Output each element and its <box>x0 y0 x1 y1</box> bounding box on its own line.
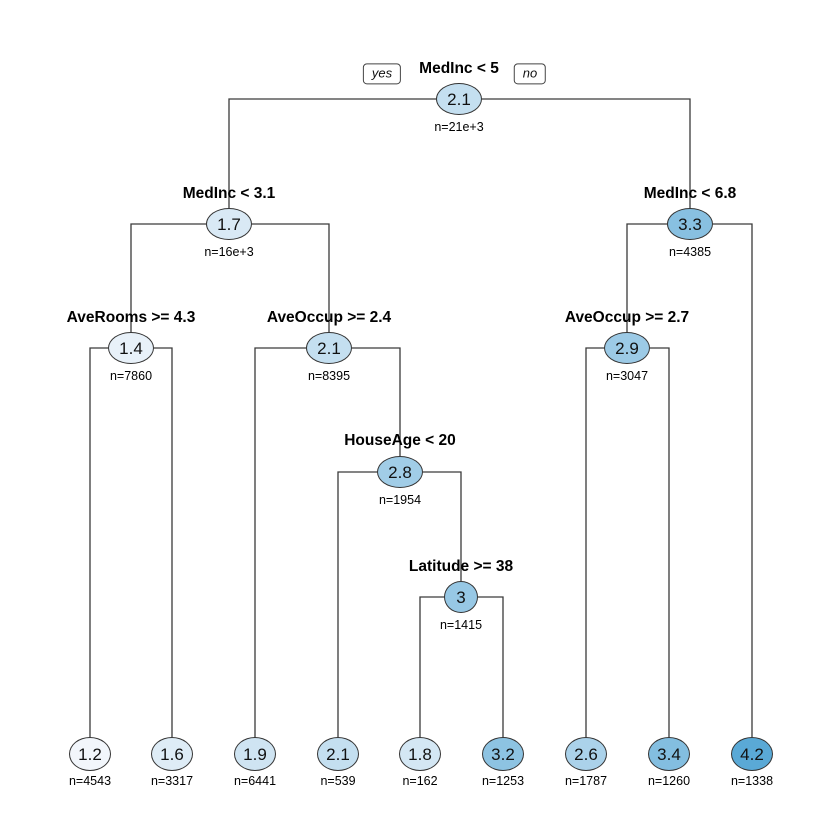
tree-edge-n4-n6 <box>352 347 401 456</box>
node-count-n2: n=4385 <box>668 245 712 259</box>
split-label-n0: MedInc < 5 <box>419 60 499 77</box>
tree-edge-n6-l4 <box>337 471 377 737</box>
leaf-node-l1[interactable]: 1.2 <box>69 737 111 771</box>
split-label-n4: AveOccup >= 2.4 <box>266 309 392 326</box>
split-label-n5: AveOccup >= 2.7 <box>564 309 690 326</box>
node-count-n7: n=1415 <box>439 618 483 632</box>
leaf-node-l9[interactable]: 4.2 <box>731 737 773 771</box>
node-count-l7: n=1787 <box>564 774 608 788</box>
node-count-n3: n=7860 <box>109 369 153 383</box>
tree-edge-n0-n2 <box>482 98 691 208</box>
decision-node-n2[interactable]: 3.3 <box>667 208 713 240</box>
decision-node-n4[interactable]: 2.1 <box>306 332 352 364</box>
node-count-l1: n=4543 <box>68 774 112 788</box>
no-branch-badge: no <box>513 63 547 85</box>
node-value-l8: 3.4 <box>657 744 681 764</box>
node-value-l4: 2.1 <box>326 744 350 764</box>
node-value-l6: 3.2 <box>491 744 515 764</box>
tree-edge-n3-l1 <box>89 347 108 737</box>
node-value-l2: 1.6 <box>160 744 184 764</box>
leaf-node-l8[interactable]: 3.4 <box>648 737 690 771</box>
split-label-n3: AveRooms >= 4.3 <box>66 309 196 326</box>
tree-edge-n3-l2 <box>154 347 173 737</box>
node-value-l7: 2.6 <box>574 744 598 764</box>
node-value-l9: 4.2 <box>740 744 764 764</box>
node-count-l3: n=6441 <box>233 774 277 788</box>
tree-edge-n2-l9 <box>713 223 753 737</box>
node-value-l3: 1.9 <box>243 744 267 764</box>
leaf-node-l2[interactable]: 1.6 <box>151 737 193 771</box>
node-value-n1: 1.7 <box>217 214 241 234</box>
node-count-l8: n=1260 <box>647 774 691 788</box>
leaf-node-l7[interactable]: 2.6 <box>565 737 607 771</box>
decision-node-n5[interactable]: 2.9 <box>604 332 650 364</box>
node-value-n3: 1.4 <box>119 338 143 358</box>
decision-node-n6[interactable]: 2.8 <box>377 456 423 488</box>
node-value-n4: 2.1 <box>317 338 341 358</box>
tree-edge-n5-l8 <box>650 347 670 737</box>
node-count-l6: n=1253 <box>481 774 525 788</box>
node-value-n2: 3.3 <box>678 214 702 234</box>
decision-node-n7[interactable]: 3 <box>444 581 478 613</box>
tree-edge-n4-l3 <box>254 347 306 737</box>
leaf-node-l5[interactable]: 1.8 <box>399 737 441 771</box>
node-count-n4: n=8395 <box>307 369 351 383</box>
decision-node-n3[interactable]: 1.4 <box>108 332 154 364</box>
node-count-n5: n=3047 <box>605 369 649 383</box>
leaf-node-l3[interactable]: 1.9 <box>234 737 276 771</box>
tree-edge-n1-n3 <box>130 223 206 332</box>
tree-edge-n5-l7 <box>585 347 604 737</box>
node-value-l5: 1.8 <box>408 744 432 764</box>
leaf-node-l6[interactable]: 3.2 <box>482 737 524 771</box>
tree-edge-n7-l6 <box>478 596 504 737</box>
node-count-l2: n=3317 <box>150 774 194 788</box>
tree-edge-n6-n7 <box>423 471 462 581</box>
node-count-n6: n=1954 <box>378 493 422 507</box>
split-label-n1: MedInc < 3.1 <box>182 185 276 202</box>
leaf-node-l4[interactable]: 2.1 <box>317 737 359 771</box>
node-value-n7: 3 <box>456 587 466 607</box>
decision-node-n1[interactable]: 1.7 <box>206 208 252 240</box>
tree-edge-n0-n1 <box>228 98 436 208</box>
split-label-n2: MedInc < 6.8 <box>643 185 737 202</box>
node-value-l1: 1.2 <box>78 744 102 764</box>
decision-node-n0[interactable]: 2.1 <box>436 83 482 115</box>
tree-edge-n1-n4 <box>252 223 330 332</box>
node-count-l5: n=162 <box>402 774 438 788</box>
node-count-n1: n=16e+3 <box>204 245 254 259</box>
node-count-n0: n=21e+3 <box>434 120 484 134</box>
node-value-n0: 2.1 <box>447 89 471 109</box>
node-count-l9: n=1338 <box>730 774 774 788</box>
split-label-n6: HouseAge < 20 <box>344 432 456 449</box>
node-value-n5: 2.9 <box>615 338 639 358</box>
node-value-n6: 2.8 <box>388 462 412 482</box>
node-count-l4: n=539 <box>320 774 356 788</box>
yes-branch-badge: yes <box>362 63 402 85</box>
tree-edge-n7-l5 <box>419 596 444 737</box>
split-label-n7: Latitude >= 38 <box>408 558 514 575</box>
tree-edge-n2-n5 <box>626 223 667 332</box>
